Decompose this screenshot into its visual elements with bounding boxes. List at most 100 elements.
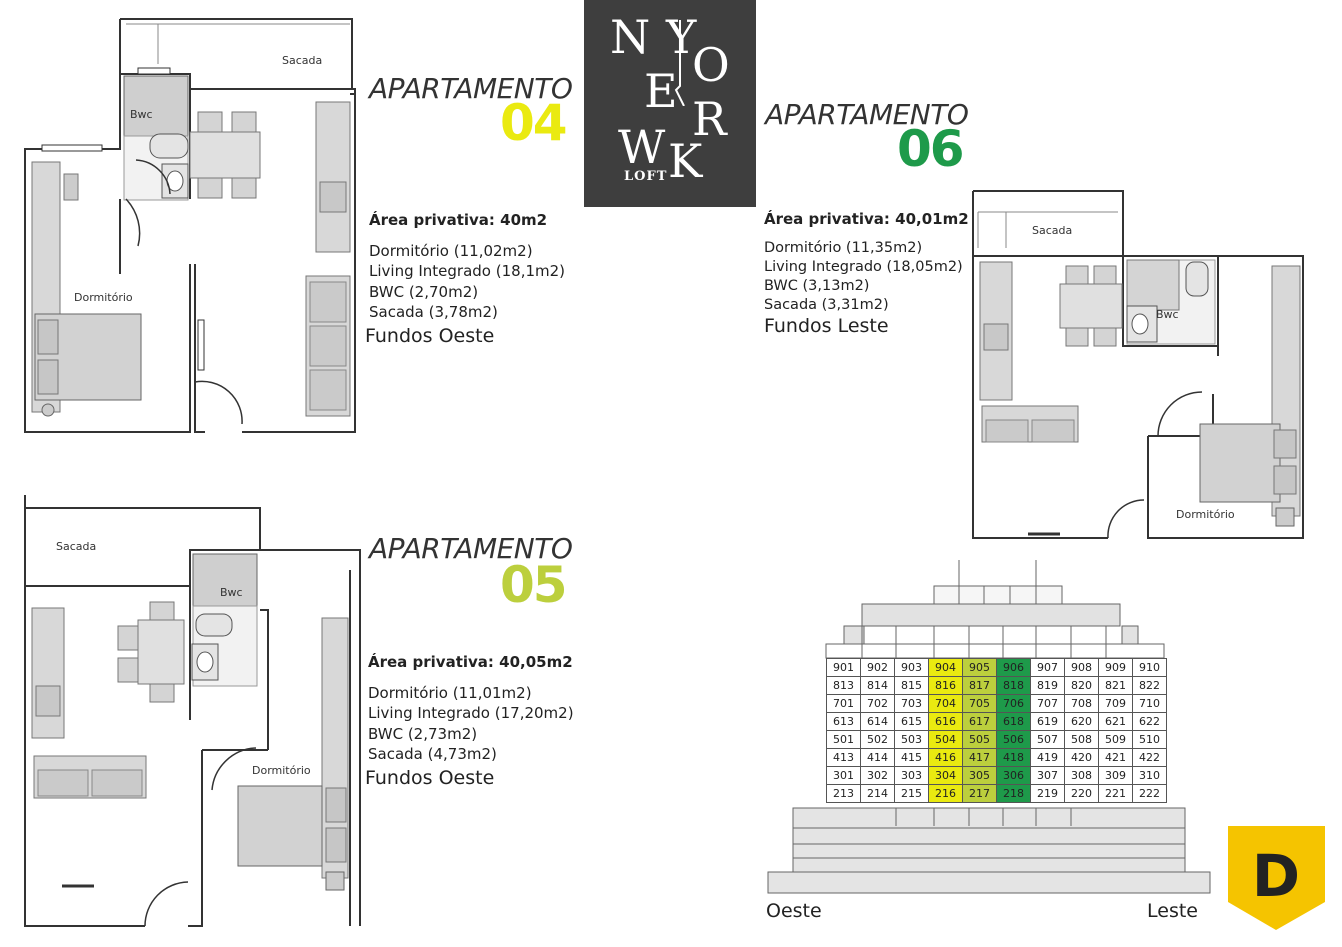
ap05-info: Área privativa: 40,05m2 Dormitório (11,0… [365,652,574,791]
unit-cell: 709 [1098,694,1133,713]
east-label: Leste [1147,900,1198,922]
unit-cell: 215 [894,784,929,803]
ap05-room-living: Living Integrado (17,20m2) [368,704,574,722]
ap06-room-bwc: BWC (3,13m2) [764,278,870,294]
unit-cell: 703 [894,694,929,713]
unit-cell: 905 [962,658,997,677]
unit-cell: 510 [1132,730,1167,749]
unit-cell: 416 [928,748,963,767]
unit-cell: 303 [894,766,929,785]
unit-cell: 614 [860,712,895,731]
unit-cell: 216 [928,784,963,803]
floor-plan-ap05: Sacada Bwc Dormitório [24,495,361,927]
unit-cell: 813 [826,676,861,695]
ap06-sacada-label: Sacada [1032,224,1072,237]
unit-cell: 505 [962,730,997,749]
ap05-dormitorio-label: Dormitório [252,764,311,777]
unit-cell: 704 [928,694,963,713]
unit-cell: 415 [894,748,929,767]
unit-cell: 213 [826,784,861,803]
unit-cell: 302 [860,766,895,785]
ap04-bwc-label: Bwc [130,108,153,121]
ap05-area: Área privativa: 40,05m2 [368,653,573,671]
floor-plan-ap06: Sacada Bwc Dormitório [972,190,1304,539]
logo-letter-e: E [644,64,678,118]
unit-cell: 305 [962,766,997,785]
d-badge-letter: D [1252,842,1300,910]
ap06-room-living: Living Integrado (18,05m2) [764,259,963,275]
unit-cell: 907 [1030,658,1065,677]
unit-cell: 701 [826,694,861,713]
unit-cell: 619 [1030,712,1065,731]
unit-cell: 616 [928,712,963,731]
ap06-info: Área privativa: 40,01m2 Dormitório (11,3… [764,210,969,337]
unit-cell: 307 [1030,766,1065,785]
logo-letter-o: O [692,38,730,92]
ap04-dormitorio-label: Dormitório [74,291,133,304]
unit-cell: 219 [1030,784,1065,803]
unit-cell: 906 [996,658,1031,677]
building-elevation [767,560,1211,894]
unit-cell: 508 [1064,730,1099,749]
unit-cell: 418 [996,748,1031,767]
unit-cell: 910 [1132,658,1167,677]
unit-cell: 417 [962,748,997,767]
unit-cell: 217 [962,784,997,803]
unit-cell: 702 [860,694,895,713]
unit-cell: 904 [928,658,963,677]
ap04-facing: Fundos Oeste [365,324,495,347]
ap05-title: APARTAMENTO [369,532,573,565]
ap04-room-living: Living Integrado (18,1m2) [369,262,566,280]
unit-cell: 309 [1098,766,1133,785]
unit-cell: 622 [1132,712,1167,731]
unit-cell: 301 [826,766,861,785]
unit-cell: 708 [1064,694,1099,713]
unit-cell: 501 [826,730,861,749]
unit-cell: 821 [1098,676,1133,695]
unit-cell: 414 [860,748,895,767]
west-label: Oeste [766,900,822,922]
ap06-title: APARTAMENTO [765,98,969,131]
unit-cell: 908 [1064,658,1099,677]
unit-cell: 814 [860,676,895,695]
unit-cell: 909 [1098,658,1133,677]
unit-cell: 222 [1132,784,1167,803]
unit-cell: 617 [962,712,997,731]
ap04-number: 04 [500,94,568,152]
unit-cell: 221 [1098,784,1133,803]
skyline-icon [674,20,685,106]
unit-cell: 902 [860,658,895,677]
unit-cell: 214 [860,784,895,803]
unit-cell: 304 [928,766,963,785]
unit-cell: 306 [996,766,1031,785]
logo-letter-n: N [610,10,651,64]
unit-cell: 819 [1030,676,1065,695]
unit-cell: 308 [1064,766,1099,785]
unit-cell: 419 [1030,748,1065,767]
unit-cell: 422 [1132,748,1167,767]
logo-letter-r: R [692,92,727,146]
unit-cell: 413 [826,748,861,767]
unit-cell: 817 [962,676,997,695]
ap04-room-bwc: BWC (2,70m2) [369,282,479,301]
unit-cell: 903 [894,658,929,677]
ap06-room-sacada: Sacada (3,31m2) [764,297,889,313]
unit-cell: 421 [1098,748,1133,767]
ap06-facing: Fundos Leste [764,315,889,337]
unit-cell: 901 [826,658,861,677]
unit-cell: 507 [1030,730,1065,749]
logo-letter-y: Y [666,10,697,64]
unit-cell: 504 [928,730,963,749]
unit-cell: 218 [996,784,1031,803]
unit-cell: 705 [962,694,997,713]
unit-cell: 615 [894,712,929,731]
ap06-bwc-label: Bwc [1156,308,1179,321]
unit-cell: 815 [894,676,929,695]
